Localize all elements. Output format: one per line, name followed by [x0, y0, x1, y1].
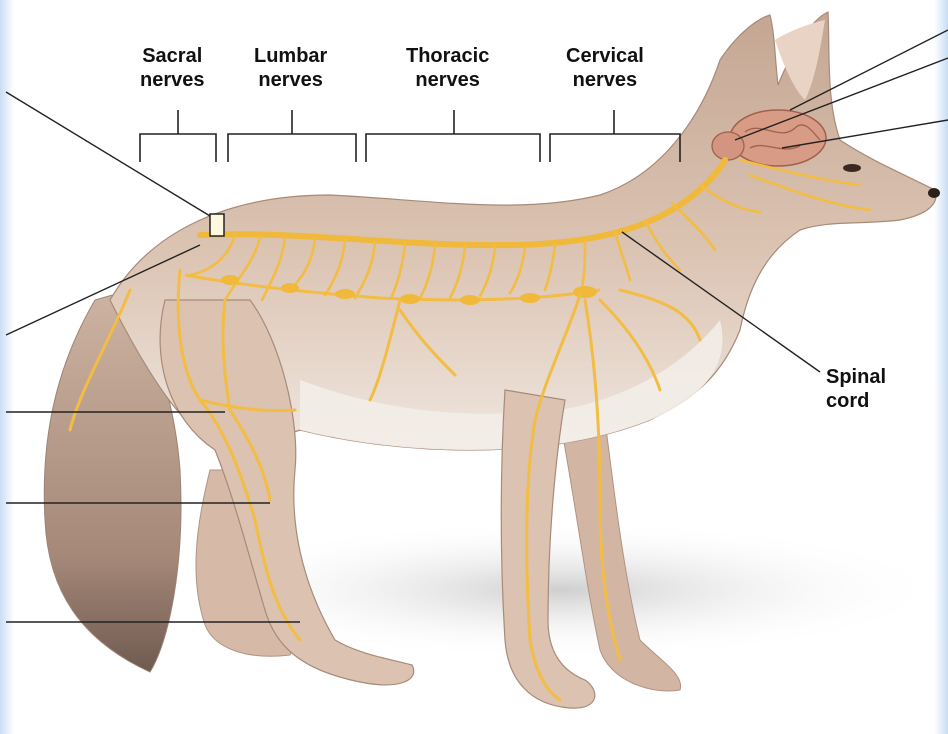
- lumbar-bracket: [228, 110, 356, 162]
- cerebrum: [730, 110, 826, 166]
- region-brackets: [140, 110, 680, 162]
- cross-section-marker: [210, 214, 224, 236]
- cerebellum: [712, 132, 744, 160]
- sacral-bracket: [140, 110, 216, 162]
- thoracic-bracket: [366, 110, 540, 162]
- nose: [928, 188, 940, 198]
- eye: [843, 164, 861, 172]
- cervical-bracket: [550, 110, 680, 162]
